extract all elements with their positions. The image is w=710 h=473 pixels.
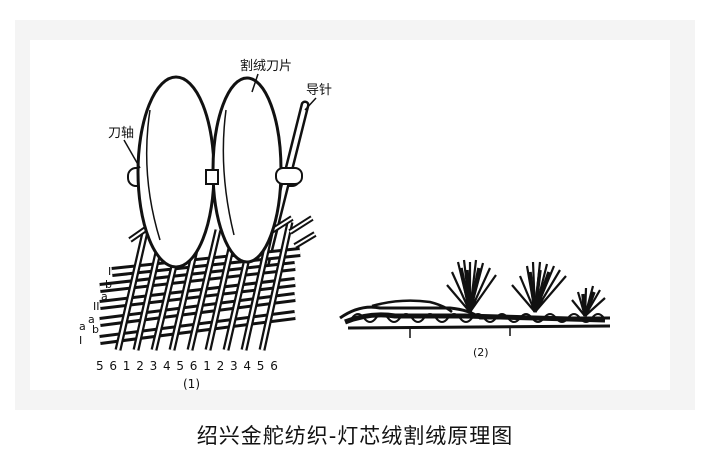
cut-pile-tufts xyxy=(446,259,606,317)
row-marker: b xyxy=(105,278,112,291)
column-number: 1 xyxy=(123,359,131,373)
column-number: 4 xyxy=(163,359,171,373)
column-number: 5 xyxy=(257,359,265,373)
column-number: 1 xyxy=(203,359,211,373)
fabric-weave xyxy=(99,215,317,351)
column-number: 6 xyxy=(109,359,117,373)
fabric-cross-section xyxy=(339,299,611,338)
guide-leader xyxy=(304,97,317,111)
shaft-label: 刀轴 xyxy=(108,126,134,141)
row-marker: a xyxy=(79,320,86,333)
column-number: 5 xyxy=(96,359,104,373)
column-number: 3 xyxy=(150,359,158,373)
panel-1-label: (1) xyxy=(183,377,200,391)
column-number: 6 xyxy=(190,359,198,373)
row-marker: a xyxy=(101,290,108,303)
column-number: 3 xyxy=(230,359,238,373)
column-number: 4 xyxy=(243,359,251,373)
row-marker: a xyxy=(88,313,95,326)
column-number: 2 xyxy=(217,359,225,373)
row-marker: II xyxy=(93,300,100,313)
shaft-leader xyxy=(123,139,141,169)
blade-label: 割绒刀片 xyxy=(240,58,292,74)
blade-leader xyxy=(251,73,259,93)
panel-2-label: (2) xyxy=(473,346,489,359)
row-markers: I b a II a b a I xyxy=(79,265,112,347)
row-marker: I xyxy=(108,265,111,278)
column-number: 2 xyxy=(136,359,144,373)
guide-label: 导针 xyxy=(306,83,332,98)
figure-caption: 绍兴金舵纺织-灯芯绒割绒原理图 xyxy=(196,424,514,448)
column-number: 5 xyxy=(176,359,184,373)
row-marker: I xyxy=(79,334,82,347)
blade-left xyxy=(136,75,216,269)
panel-2: (2) xyxy=(339,259,611,359)
column-number: 6 xyxy=(270,359,278,373)
row-marker: b xyxy=(92,323,99,336)
